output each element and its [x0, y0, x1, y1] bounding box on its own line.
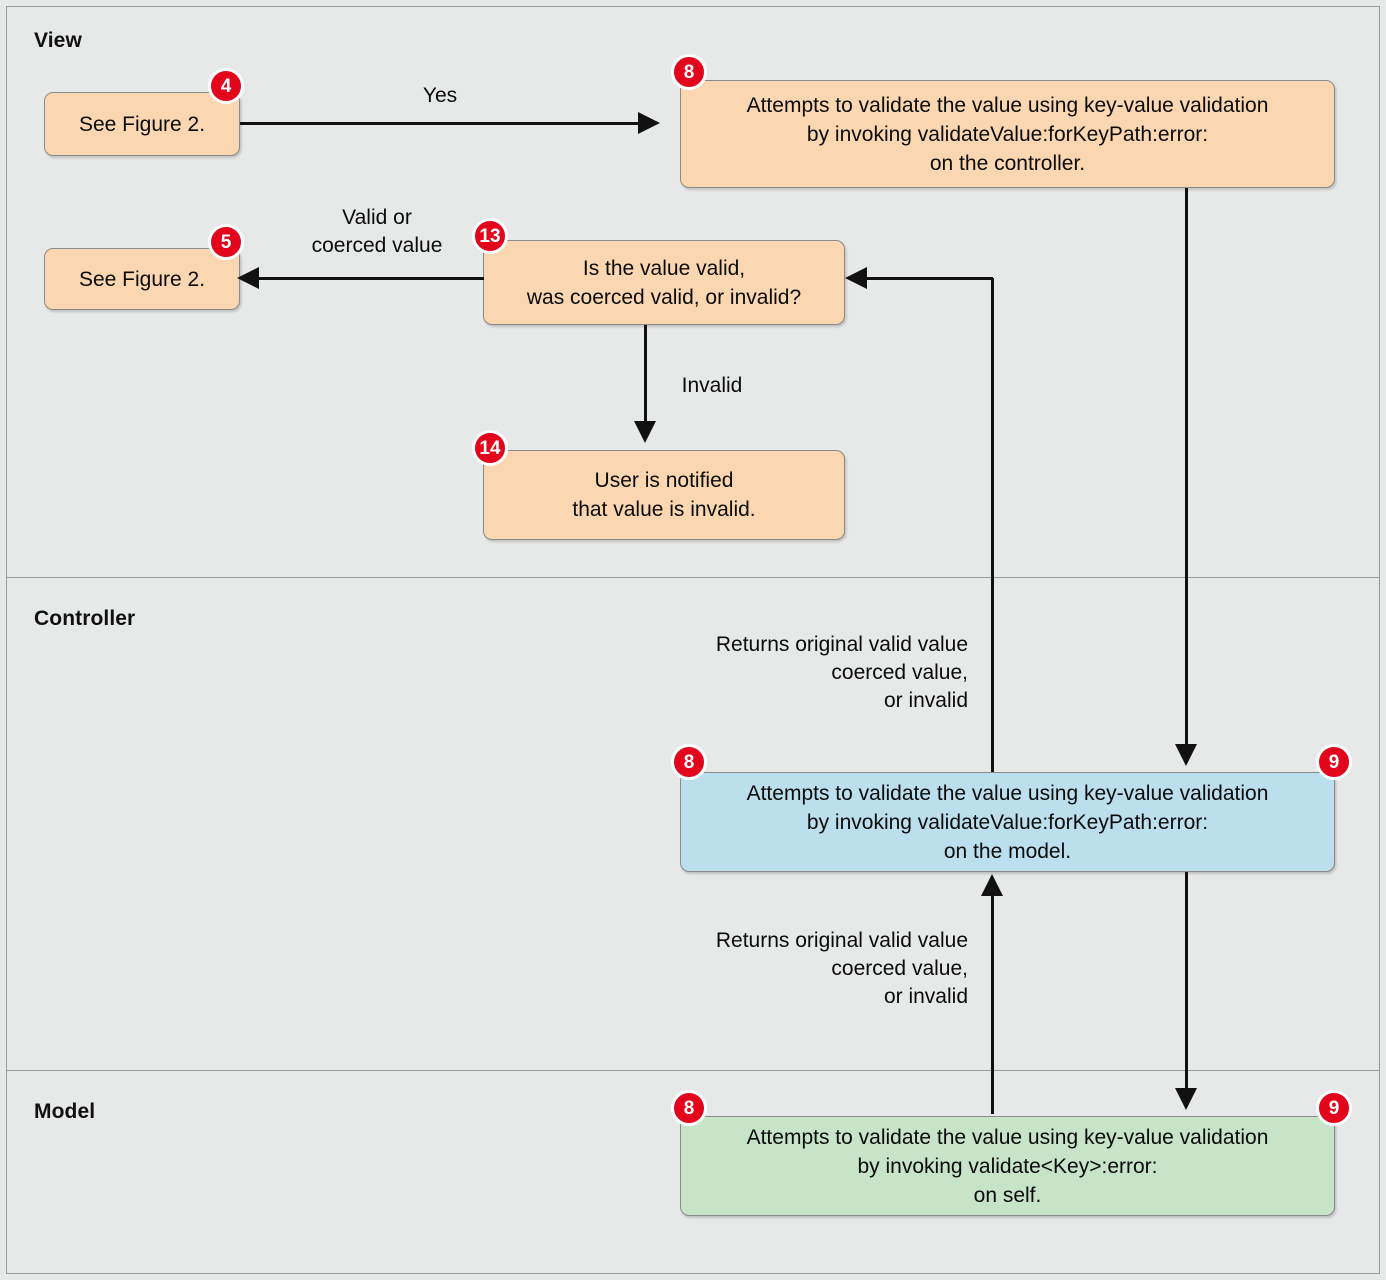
- node-view-validate[interactable]: Attempts to validate the value using key…: [680, 80, 1335, 188]
- connector-invalid-arrowhead: [634, 421, 656, 443]
- connector-valid-arrowhead: [237, 267, 259, 289]
- badge-14: 14: [472, 430, 508, 466]
- node-value-valid-decision[interactable]: Is the value valid, was coerced valid, o…: [483, 240, 845, 325]
- connector-model-return-line: [991, 880, 994, 1114]
- connector-invalid-line: [644, 325, 647, 425]
- edge-label-invalid: Invalid: [681, 374, 743, 397]
- connector-yes-line: [240, 122, 640, 125]
- badge-5: 5: [208, 224, 244, 260]
- connector-controller-return-hline: [866, 277, 993, 280]
- node-model-validate[interactable]: Attempts to validate the value using key…: [680, 1116, 1335, 1216]
- node-controller-validate[interactable]: Attempts to validate the value using key…: [680, 772, 1335, 872]
- connector-model-return-arrowhead: [981, 874, 1003, 896]
- edge-label-yes: Yes: [422, 84, 458, 107]
- lane-title-controller: Controller: [34, 607, 136, 630]
- connector-controller-to-model-line: [1185, 872, 1188, 1094]
- badge-8-controller: 8: [671, 744, 707, 780]
- lane-title-model: Model: [34, 1100, 96, 1123]
- badge-13: 13: [472, 218, 508, 254]
- badge-4: 4: [208, 68, 244, 104]
- badge-9-model: 9: [1316, 1090, 1352, 1126]
- edge-label-returns-model: Returns original valid value coerced val…: [715, 929, 968, 1008]
- connector-controller-return-arrowhead: [845, 267, 867, 289]
- badge-8-view: 8: [671, 54, 707, 90]
- connector-view-to-controller-line: [1185, 188, 1188, 750]
- edge-label-valid-or-coerced: Valid or coerced value: [311, 206, 443, 257]
- connector-yes-arrowhead: [638, 112, 660, 134]
- lane-title-view: View: [34, 29, 82, 52]
- node-user-notified[interactable]: User is notified that value is invalid.: [483, 450, 845, 540]
- node-see-figure-2-bottom[interactable]: See Figure 2.: [44, 248, 240, 310]
- badge-8-model: 8: [671, 1090, 707, 1126]
- connector-view-to-controller-arrowhead: [1175, 744, 1197, 766]
- badge-9-controller: 9: [1316, 744, 1352, 780]
- edge-label-returns-controller: Returns original valid value coerced val…: [715, 633, 968, 712]
- connector-controller-to-model-arrowhead: [1175, 1088, 1197, 1110]
- node-see-figure-2-top[interactable]: See Figure 2.: [44, 92, 240, 156]
- connector-controller-return-vline: [991, 278, 994, 772]
- connector-valid-line: [258, 277, 484, 280]
